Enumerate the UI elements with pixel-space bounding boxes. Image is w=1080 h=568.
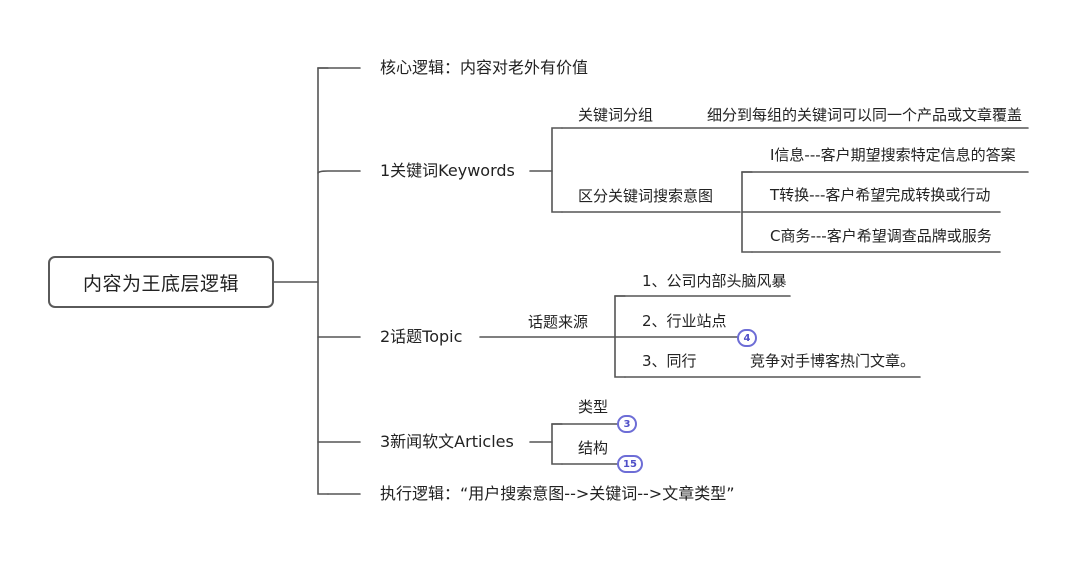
keywords-node[interactable]: 1关键词Keywords bbox=[380, 161, 515, 180]
intent-info-node[interactable]: I信息---客户期望搜索特定信息的答案 bbox=[770, 146, 1016, 164]
topic-node[interactable]: 2话题Topic bbox=[380, 327, 463, 346]
main-spine bbox=[317, 67, 329, 495]
articles-node[interactable]: 3新闻软文Articles bbox=[380, 432, 514, 451]
article-type-count-badge[interactable]: 3 bbox=[617, 415, 637, 433]
intent-transaction-node[interactable]: T转换---客户希望完成转换或行动 bbox=[770, 186, 991, 204]
core-logic-node[interactable]: 核心逻辑：内容对老外有价值 bbox=[380, 58, 589, 77]
industry-sites-count-badge[interactable]: 4 bbox=[737, 329, 757, 347]
root-label: 内容为王底层逻辑 bbox=[82, 272, 239, 295]
article-structure-count-badge[interactable]: 15 bbox=[617, 455, 643, 473]
keyword-group-node[interactable]: 关键词分组 bbox=[578, 106, 654, 124]
topic-brainstorm-node[interactable]: 1、公司内部头脑风暴 bbox=[642, 272, 787, 290]
peer-blogs-detail-node[interactable]: 竞争对手博客热门文章。 bbox=[750, 352, 916, 370]
keywords-spine bbox=[551, 127, 563, 213]
execution-logic-node[interactable]: 执行逻辑：“用户搜索意图-->关键词-->文章类型” bbox=[380, 484, 735, 503]
topic-peers-node[interactable]: 3、同行 bbox=[642, 352, 697, 370]
article-structure-node[interactable]: 结构 bbox=[578, 439, 609, 457]
intent-commercial-node[interactable]: C商务---客户希望调查品牌或服务 bbox=[770, 227, 992, 245]
topic-industry-sites-node[interactable]: 2、行业站点 bbox=[642, 312, 727, 330]
topic-source-node[interactable]: 话题来源 bbox=[528, 313, 589, 331]
keyword-group-detail-node[interactable]: 细分到每组的关键词可以同一个产品或文章覆盖 bbox=[707, 106, 1023, 124]
articles-spine bbox=[551, 423, 563, 465]
branch-keywords-line bbox=[317, 170, 361, 174]
article-type-node[interactable]: 类型 bbox=[578, 398, 609, 416]
search-intent-node[interactable]: 区分关键词搜索意图 bbox=[578, 187, 714, 205]
root-node[interactable]: 内容为王底层逻辑 bbox=[48, 256, 274, 308]
